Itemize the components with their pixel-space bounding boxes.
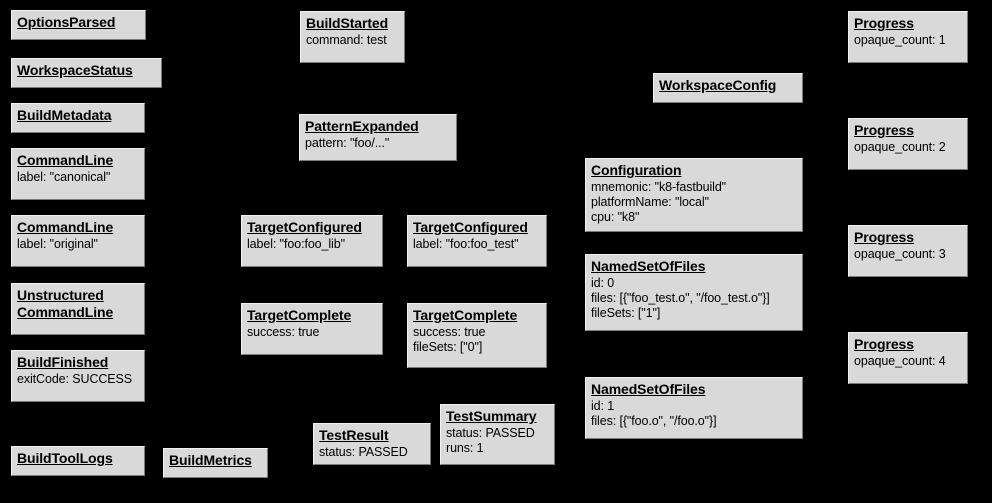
event-node-title: TargetComplete — [247, 307, 352, 323]
event-node-title: NamedSetOfFiles — [591, 258, 706, 274]
event-node-field: opaque_count: 2 — [854, 140, 946, 154]
event-node-field: exitCode: SUCCESS — [17, 372, 133, 386]
event-node-build-finished[interactable]: BuildFinished exitCode: SUCCESS — [11, 350, 145, 402]
event-node-target-configured-foo-test[interactable]: TargetConfigured label: "foo:foo_test" — [407, 215, 547, 267]
event-node-fields: status: PASSED — [319, 445, 425, 460]
event-node-command-line-canonical[interactable]: CommandLine label: "canonical" — [11, 148, 145, 200]
event-node-title: BuildFinished — [17, 354, 109, 370]
event-node-title: CommandLine — [17, 152, 114, 168]
event-node-title: NamedSetOfFiles — [591, 381, 706, 397]
event-node-field: cpu: "k8" — [591, 210, 640, 224]
event-node-fields: exitCode: SUCCESS — [17, 372, 139, 387]
event-node-configuration[interactable]: Configuration mnemonic: "k8-fastbuild"pla… — [585, 158, 803, 232]
event-node-title: TestSummary — [446, 408, 537, 424]
event-node-title: Progress — [854, 229, 914, 245]
event-node-fields: pattern: "foo/..." — [305, 136, 451, 151]
event-node-fields: success: true — [247, 325, 377, 340]
event-node-field: platformName: "local" — [591, 195, 709, 209]
event-node-field: command: test — [306, 33, 387, 47]
event-node-title: TargetComplete — [413, 307, 518, 323]
event-node-build-metrics[interactable]: BuildMetrics — [163, 448, 268, 478]
event-node-field: label: "foo:foo_test" — [413, 237, 519, 251]
event-node-title: Progress — [854, 122, 914, 138]
event-node-fields: opaque_count: 2 — [854, 140, 962, 155]
event-node-fields: label: "canonical" — [17, 170, 139, 185]
event-node-field: opaque_count: 3 — [854, 247, 946, 261]
event-node-title: BuildMetadata — [17, 107, 112, 123]
event-node-target-complete-lib[interactable]: TargetComplete success: true — [241, 303, 383, 355]
event-node-field: success: true — [413, 325, 486, 339]
event-node-workspace-status[interactable]: WorkspaceStatus — [11, 58, 162, 88]
event-node-field: mnemonic: "k8-fastbuild" — [591, 180, 727, 194]
event-node-progress-1[interactable]: Progress opaque_count: 1 — [848, 11, 968, 63]
event-node-progress-2[interactable]: Progress opaque_count: 2 — [848, 118, 968, 170]
event-node-title: CommandLine — [17, 219, 114, 235]
event-node-fields: mnemonic: "k8-fastbuild"platformName: "l… — [591, 180, 797, 225]
event-node-title: BuildToolLogs — [17, 450, 113, 466]
event-node-fields: opaque_count: 1 — [854, 33, 962, 48]
event-node-fields: label: "original" — [17, 237, 139, 252]
event-node-field: label: "original" — [17, 237, 98, 251]
event-node-fields: opaque_count: 3 — [854, 247, 962, 262]
event-node-title: Unstructured CommandLine — [17, 287, 114, 320]
event-node-field: files: [{"foo.o", "/foo.o"}] — [591, 414, 717, 428]
event-node-fields: label: "foo:foo_lib" — [247, 237, 377, 252]
event-node-unstructured-command-line[interactable]: Unstructured CommandLine — [11, 283, 145, 335]
event-node-options-parsed[interactable]: OptionsParsed — [11, 10, 146, 40]
event-node-build-metadata[interactable]: BuildMetadata — [11, 103, 145, 133]
event-node-build-tool-logs[interactable]: BuildToolLogs — [11, 446, 145, 476]
event-node-field: pattern: "foo/..." — [305, 136, 390, 150]
event-node-fields: label: "foo:foo_test" — [413, 237, 541, 252]
event-node-field: runs: 1 — [446, 441, 484, 455]
event-node-field: files: [{"foo_test.o", "/foo_test.o"}] — [591, 291, 770, 305]
event-node-test-result[interactable]: TestResult status: PASSED — [313, 423, 431, 465]
event-node-field: id: 1 — [591, 399, 615, 413]
event-node-title: BuildMetrics — [169, 452, 252, 468]
event-node-field: opaque_count: 4 — [854, 354, 946, 368]
event-node-title: WorkspaceStatus — [17, 62, 133, 78]
event-node-field: success: true — [247, 325, 320, 339]
event-node-title: WorkspaceConfig — [659, 77, 777, 93]
event-node-command-line-original[interactable]: CommandLine label: "original" — [11, 215, 145, 267]
event-node-title: TargetConfigured — [247, 219, 362, 235]
event-node-field: opaque_count: 1 — [854, 33, 946, 47]
event-node-title: PatternExpanded — [305, 118, 419, 134]
event-node-workspace-config[interactable]: WorkspaceConfig — [653, 73, 803, 103]
event-node-title: BuildStarted — [306, 15, 389, 31]
event-node-title: OptionsParsed — [17, 14, 116, 30]
event-node-title: TestResult — [319, 427, 389, 443]
event-node-field: status: PASSED — [446, 426, 535, 440]
event-node-pattern-expanded[interactable]: PatternExpanded pattern: "foo/..." — [299, 114, 457, 161]
event-node-field: fileSets: ["1"] — [591, 306, 661, 320]
event-node-fields: opaque_count: 4 — [854, 354, 962, 369]
event-node-field: label: "foo:foo_lib" — [247, 237, 345, 251]
event-node-target-configured-foo-lib[interactable]: TargetConfigured label: "foo:foo_lib" — [241, 215, 383, 267]
event-node-title: Progress — [854, 15, 914, 31]
event-node-field: fileSets: ["0"] — [413, 340, 483, 354]
event-node-field: id: 0 — [591, 276, 615, 290]
event-node-field: status: PASSED — [319, 445, 408, 459]
event-node-title: Configuration — [591, 162, 682, 178]
event-node-fields: command: test — [306, 33, 399, 48]
event-node-title: Progress — [854, 336, 914, 352]
event-node-title: TargetConfigured — [413, 219, 528, 235]
event-node-field: label: "canonical" — [17, 170, 111, 184]
event-node-build-started[interactable]: BuildStarted command: test — [300, 11, 405, 63]
event-node-progress-4[interactable]: Progress opaque_count: 4 — [848, 332, 968, 384]
event-node-progress-3[interactable]: Progress opaque_count: 3 — [848, 225, 968, 277]
